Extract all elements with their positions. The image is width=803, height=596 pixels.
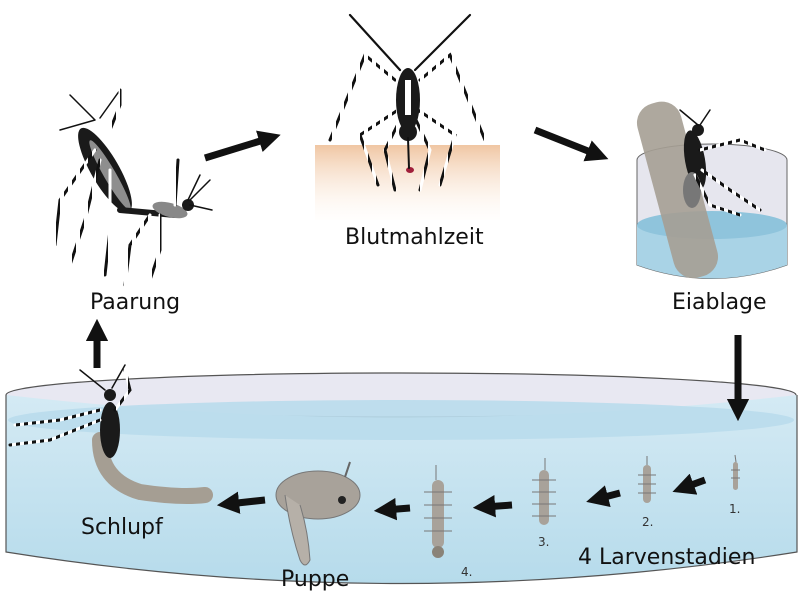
label-eiablage: Eiablage bbox=[672, 290, 767, 315]
mosquitoes-mating-icon bbox=[55, 90, 212, 285]
larva-number-4: 4. bbox=[461, 565, 472, 579]
label-paarung: Paarung bbox=[90, 290, 180, 315]
arrow-puppe-to-schlupf bbox=[228, 500, 265, 504]
arrow-larva-3-to-4 bbox=[484, 505, 512, 507]
skin-patch bbox=[315, 145, 500, 220]
arrow-larva-4-to-puppe bbox=[385, 508, 410, 510]
arrow-paarung-to-blutmahlzeit bbox=[205, 138, 270, 158]
larva-number-3: 3. bbox=[538, 535, 549, 549]
larva-number-2: 2. bbox=[642, 515, 653, 529]
blood-spot bbox=[406, 167, 414, 173]
label-blutmahlzeit: Blutmahlzeit bbox=[345, 225, 484, 250]
label-schlupf: Schlupf bbox=[81, 515, 163, 540]
arrow-blutmahlzeit-to-eiablage bbox=[535, 130, 598, 155]
egg-cup bbox=[632, 97, 787, 283]
larva-number-1: 1. bbox=[729, 502, 740, 516]
label-larvenstadien: 4 Larvenstadien bbox=[578, 545, 755, 570]
label-puppe: Puppe bbox=[281, 567, 349, 592]
